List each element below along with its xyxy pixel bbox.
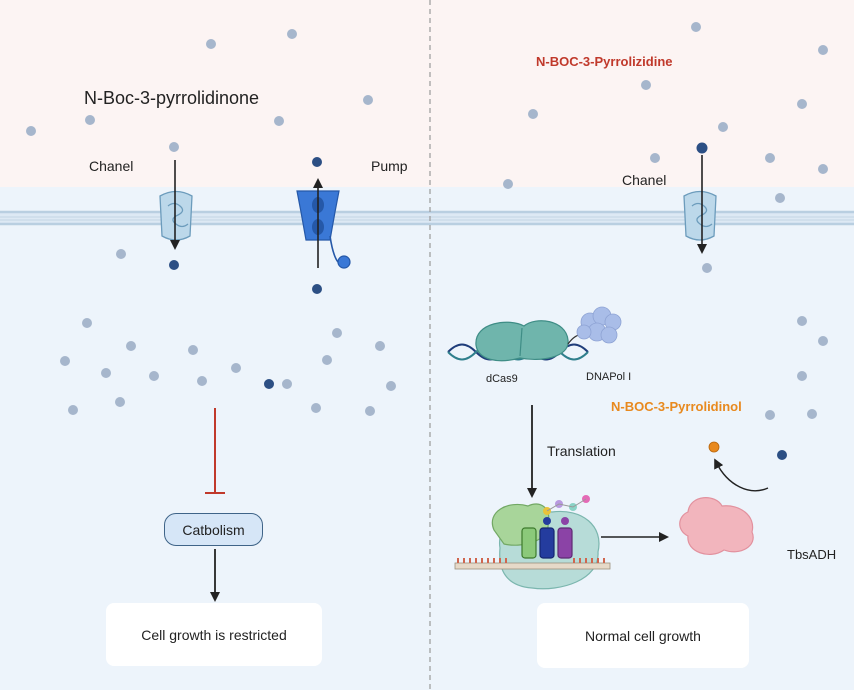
dnapol-protein	[576, 306, 622, 344]
left-channel-protein	[159, 190, 193, 241]
cell-membrane	[0, 210, 854, 226]
reduction-arrow	[714, 458, 769, 492]
dcas9-protein	[475, 320, 585, 362]
pump-label: Pump	[371, 158, 408, 174]
right-outcome-box: Normal cell growth	[537, 603, 749, 668]
left-outcome-box: Cell growth is restricted	[106, 603, 322, 666]
extracellular-region	[0, 0, 854, 187]
right-channel-protein	[683, 190, 717, 241]
right-channel-label: Chanel	[622, 172, 667, 188]
inhibition-arrow	[205, 408, 225, 494]
dnapol-label: DNAPol I	[586, 371, 632, 383]
molecules-dark	[169, 142, 787, 460]
tbsadh-label: TbsADH	[787, 547, 837, 562]
dcas9-label: dCas9	[486, 373, 518, 385]
product-molecule	[708, 441, 720, 453]
left-compound-label: N-Boc-3-pyrrolidinone	[84, 88, 260, 108]
ribosome-complex	[454, 495, 611, 590]
left-channel-label: Chanel	[89, 158, 134, 174]
right-compound-label: N-BOC-3-Pyrrolizidine	[536, 54, 673, 69]
catabolism-box: Catbolism	[164, 513, 263, 546]
product-label: N-BOC-3-Pyrrolidinol	[611, 399, 742, 414]
translation-label: Translation	[547, 443, 616, 459]
tbsadh-enzyme	[679, 497, 754, 555]
molecules-light	[26, 22, 828, 420]
